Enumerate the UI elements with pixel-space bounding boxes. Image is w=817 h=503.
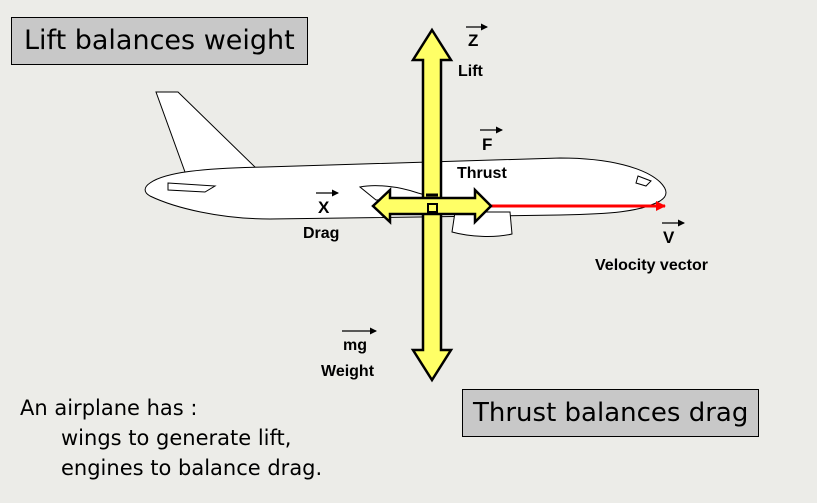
airplane-note: An airplane has : wings to generate lift… — [20, 393, 322, 483]
center-of-gravity-marker — [427, 203, 438, 213]
velocity-symbol: V — [663, 228, 675, 247]
drag-symbol: X — [318, 198, 330, 217]
thrust-symbol: F — [482, 135, 492, 154]
weight-symbol: mg — [343, 337, 367, 354]
lift-balances-weight-box: Lift balances weight — [11, 17, 308, 65]
engine-nacelle — [451, 211, 513, 237]
thrust-balances-drag-box: Thrust balances drag — [462, 389, 760, 437]
note-line-2: wings to generate lift, — [61, 426, 292, 450]
airplane — [144, 91, 667, 237]
cockpit-window — [635, 175, 652, 187]
lift-symbol: Z — [468, 31, 478, 50]
tail-fin — [155, 91, 260, 173]
thrust-label: Thrust — [457, 165, 507, 182]
drag-label: Drag — [303, 225, 339, 242]
note-line-3: engines to balance drag. — [61, 456, 323, 480]
horizontal-stabilizer — [167, 182, 217, 193]
lift-label: Lift — [458, 63, 484, 80]
weight-label: Weight — [321, 363, 375, 380]
velocity-label: Velocity vector — [595, 257, 708, 274]
note-line-1: An airplane has : — [20, 396, 198, 420]
